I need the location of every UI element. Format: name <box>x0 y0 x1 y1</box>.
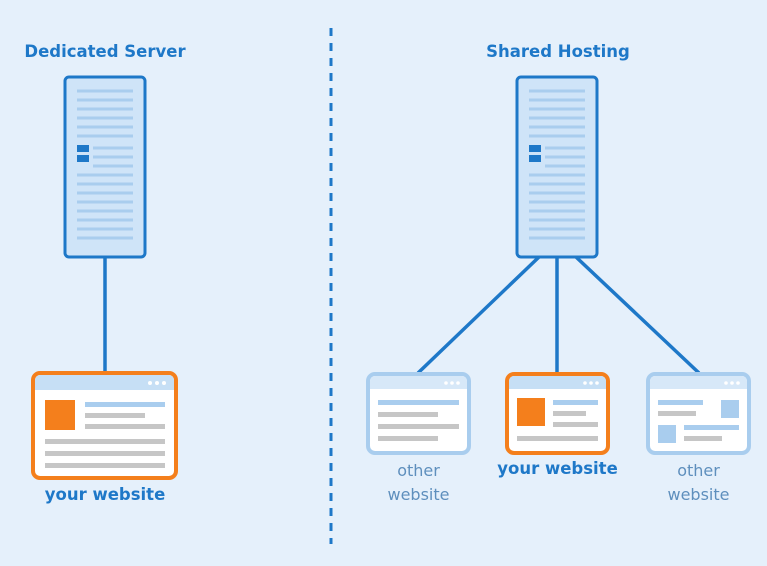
server-icon <box>63 75 147 259</box>
other-website-label-line1: other <box>397 461 440 480</box>
website-window-icon <box>646 372 751 455</box>
shared-hosting-title: Shared Hosting <box>486 42 630 61</box>
other-website-label-left: other website <box>368 459 469 507</box>
other-website-label-line1: other <box>677 461 720 480</box>
other-website-label-line2: website <box>387 485 450 504</box>
website-window-icon <box>366 372 471 455</box>
connection-line-other-left <box>416 255 541 375</box>
other-website-label-right: other website <box>648 459 749 507</box>
dedicated-server-title: Dedicated Server <box>24 42 186 61</box>
connection-line-other-right <box>574 255 701 375</box>
website-window-icon <box>31 371 178 480</box>
website-window-icon <box>505 372 610 455</box>
dedicated-your-website-label: your website <box>44 485 166 504</box>
server-icon <box>515 75 599 259</box>
other-website-label-line2: website <box>667 485 730 504</box>
shared-your-website-label: your website <box>497 459 618 478</box>
